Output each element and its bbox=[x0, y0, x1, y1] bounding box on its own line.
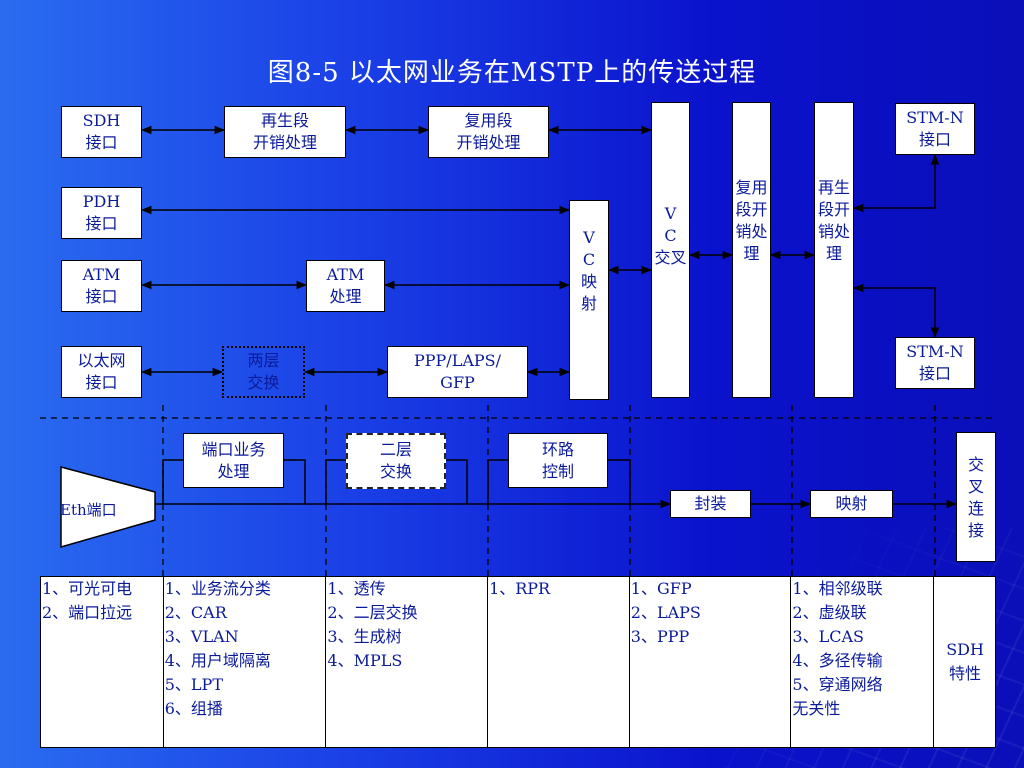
ring-control-label: 环路 控制 bbox=[541, 439, 574, 481]
port-service-label: 端口业务 处理 bbox=[201, 439, 266, 481]
mux-section-overhead-label: 复用 段开 销处 理 bbox=[735, 178, 768, 263]
table-cell-layer2: 1、透传 2、二层交换 3、生成树 4、MPLS bbox=[326, 577, 489, 747]
atm-interface-label: ATM 接口 bbox=[82, 265, 121, 306]
bracket-layer2-r bbox=[446, 459, 468, 504]
arrow-regen2-stm2 bbox=[852, 283, 940, 339]
stm-n-interface-top-label: STM-N 接口 bbox=[906, 108, 964, 149]
stm-n-interface-bottom-label: STM-N 接口 bbox=[906, 342, 964, 383]
bracket-port-service bbox=[162, 459, 183, 504]
sdh-interface-label: SDH 接口 bbox=[82, 111, 121, 152]
encapsulation-box: 封装 bbox=[670, 490, 751, 518]
bracket-ring-r bbox=[608, 459, 631, 504]
ring-control-box: 环路 控制 bbox=[508, 433, 608, 488]
bracket-ring bbox=[487, 459, 508, 504]
regen-section-overhead-box: 再生 段开 销处 理 bbox=[814, 102, 854, 398]
mux-section-box: 复用段 开销处理 bbox=[428, 106, 549, 158]
stm-n-interface-bottom-box: STM-N 接口 bbox=[895, 337, 975, 389]
cross-connect-label: 交 叉 连 接 bbox=[967, 455, 984, 540]
mux-section-overhead-box: 复用 段开 销处 理 bbox=[732, 102, 771, 398]
vc-mapping-label: V C 映 射 bbox=[580, 228, 597, 313]
stm-n-interface-top-box: STM-N 接口 bbox=[895, 103, 975, 155]
pdh-interface-label: PDH 接口 bbox=[82, 192, 121, 233]
vc-cross-label: V C 交叉 bbox=[654, 204, 687, 267]
layer2-switching-box: 二层 交换 bbox=[346, 433, 446, 489]
encapsulation-label: 封装 bbox=[694, 494, 727, 513]
table-cell-sdh: SDH 特性 bbox=[946, 640, 984, 683]
regen-section-label: 再生段 开销处理 bbox=[252, 111, 317, 152]
atm-interface-box: ATM 接口 bbox=[61, 260, 142, 312]
sdh-interface-box: SDH 接口 bbox=[61, 106, 142, 158]
ethernet-interface-label: 以太网 接口 bbox=[77, 351, 126, 392]
arrow-regen2-stm1 bbox=[852, 153, 940, 213]
table-cell-port: 1、可光可电 2、端口拉远 bbox=[41, 577, 164, 747]
vc-mapping-box: V C 映 射 bbox=[569, 200, 609, 400]
vc-cross-box: V C 交叉 bbox=[651, 102, 690, 398]
diagram-title: 图8-5 以太网业务在MSTP上的传送过程 bbox=[267, 58, 757, 88]
eth-port-label: Eth端口 bbox=[60, 501, 117, 519]
atm-processing-label: ATM 处理 bbox=[326, 265, 365, 306]
bracket-layer2 bbox=[325, 459, 346, 504]
regen-section-box: 再生段 开销处理 bbox=[224, 106, 346, 158]
mux-section-label: 复用段 开销处理 bbox=[456, 111, 521, 152]
ppp-laps-gfp-box: PPP/LAPS/ GFP bbox=[387, 346, 528, 398]
ethernet-interface-box: 以太网 接口 bbox=[61, 346, 142, 398]
layer2-switching-label: 二层 交换 bbox=[379, 440, 412, 481]
ppp-laps-gfp-label: PPP/LAPS/ GFP bbox=[414, 351, 501, 392]
layer2-switch-box: 两层 交换 bbox=[222, 346, 305, 398]
port-service-box: 端口业务 处理 bbox=[183, 433, 284, 488]
table-cell-service: 1、业务流分类 2、CAR 3、VLAN 4、用户域隔离 5、LPT 6、组播 bbox=[164, 577, 327, 747]
feature-table: 1、可光可电 2、端口拉远 1、业务流分类 2、CAR 3、VLAN 4、用户域… bbox=[40, 576, 996, 748]
pdh-interface-box: PDH 接口 bbox=[61, 187, 142, 239]
table-cell-ring: 1、RPR bbox=[488, 577, 630, 747]
cross-connect-box: 交 叉 连 接 bbox=[956, 432, 996, 562]
layer2-switch-label: 两层 交换 bbox=[247, 351, 280, 392]
atm-processing-box: ATM 处理 bbox=[306, 260, 385, 312]
mapping-box: 映射 bbox=[810, 490, 893, 518]
bracket-port-service-r bbox=[284, 459, 306, 504]
table-cell-encap: 1、GFP 2、LAPS 3、PPP bbox=[630, 577, 792, 747]
eth-port-shape bbox=[60, 466, 156, 548]
regen-section-overhead-label: 再生 段开 销处 理 bbox=[817, 178, 850, 263]
mapping-label: 映射 bbox=[835, 494, 868, 513]
table-cell-mapping: 1、相邻级联 2、虚级联 3、LCAS 4、多径传输 5、穿通网络 无关性 bbox=[791, 577, 935, 747]
